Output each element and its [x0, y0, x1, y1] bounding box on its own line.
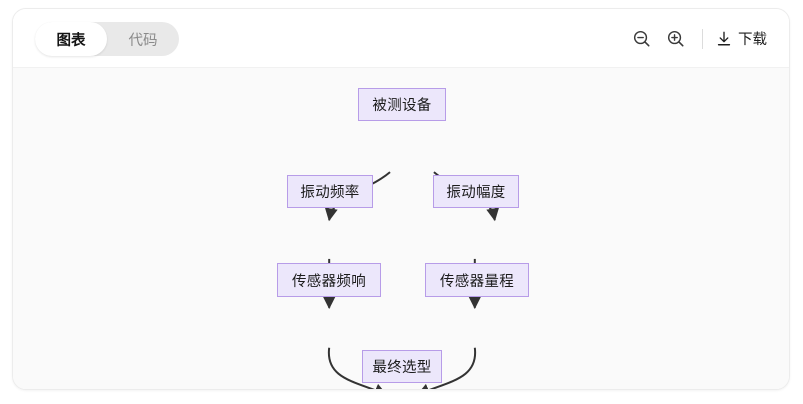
toolbar-divider	[702, 28, 703, 49]
download-button[interactable]: 下载	[713, 24, 771, 53]
flow-node-振动频率[interactable]: 振动频率	[287, 175, 373, 208]
chart-preview-card: 图表 代码	[12, 8, 790, 390]
flow-node-传感器频响[interactable]: 传感器频响	[277, 263, 381, 297]
zoom-in-button[interactable]	[658, 22, 692, 56]
download-icon	[717, 31, 731, 45]
diagram-canvas[interactable]: 被测设备 振动频率 振动幅度 传感器频响 传感器量程 最终选型	[13, 68, 789, 389]
tab-chart-label: 图表	[56, 32, 86, 49]
flow-node-label: 传感器频响	[292, 273, 366, 290]
toolbar: 图表 代码	[13, 9, 789, 68]
flow-node-最终选型[interactable]: 最终选型	[362, 350, 442, 383]
tab-code[interactable]: 代码	[107, 22, 179, 56]
flow-node-label: 被测设备	[372, 98, 432, 114]
tab-chart[interactable]: 图表	[35, 22, 107, 56]
zoom-out-button[interactable]	[624, 22, 658, 56]
edge-n5-n6	[416, 347, 476, 389]
flow-node-label: 最终选型	[372, 360, 432, 376]
view-mode-tabs: 图表 代码	[35, 22, 179, 56]
tab-code-label: 代码	[128, 32, 158, 49]
download-label: 下载	[738, 32, 767, 48]
zoom-out-icon	[633, 30, 650, 47]
flow-node-label: 振动频率	[300, 185, 360, 201]
toolbar-actions: 下载	[624, 9, 771, 68]
zoom-in-icon	[667, 30, 684, 47]
flow-node-被测设备[interactable]: 被测设备	[358, 88, 446, 121]
flow-node-label: 振动幅度	[446, 185, 506, 201]
flow-node-传感器量程[interactable]: 传感器量程	[425, 263, 529, 297]
flow-node-振动幅度[interactable]: 振动幅度	[433, 175, 519, 208]
flow-node-label: 传感器量程	[440, 273, 514, 290]
edge-n4-n6	[328, 347, 388, 389]
